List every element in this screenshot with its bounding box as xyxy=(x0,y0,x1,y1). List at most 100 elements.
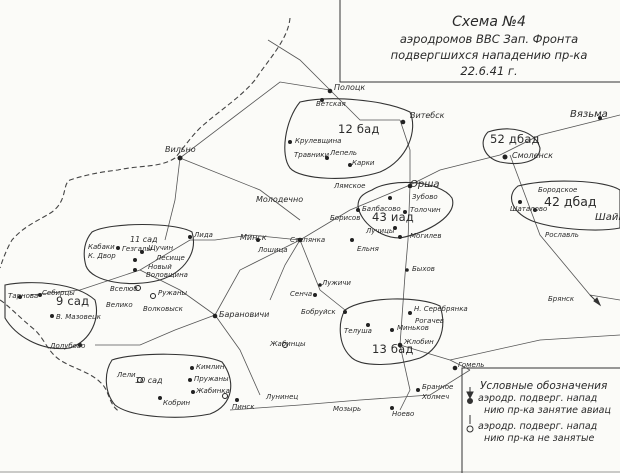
area-10sad xyxy=(105,353,232,418)
place-gezgaly: Гезгалы xyxy=(122,245,152,253)
place-shatalovo: Шаталово xyxy=(510,205,548,213)
legend-item1-line1: аэродр. подверг. напад xyxy=(478,393,598,404)
place-vetskaya: Ветская xyxy=(316,100,346,108)
place-vitebsk: Витебск xyxy=(410,111,445,120)
place-zhabinka: Жабинка xyxy=(196,387,230,395)
place-lepel: Лепель xyxy=(330,149,358,157)
place-mogilev: Могилев xyxy=(410,232,442,240)
place-kirovo: Кимлин xyxy=(196,363,225,371)
area-42dbad xyxy=(511,180,620,231)
unit-42dbad[interactable]: 42 дбад xyxy=(544,194,597,209)
place-baranovichi: Барановичи xyxy=(219,310,270,319)
place-kholmech: Холмеч xyxy=(422,393,450,401)
title-box-border xyxy=(339,0,620,83)
place-rogachev: Рогачев xyxy=(415,317,445,325)
title-line-2: аэродромов ВВС Зап. Фронта xyxy=(399,32,579,46)
place-bykhov: Быхов xyxy=(412,265,435,273)
place-kdvor: К. Двор xyxy=(88,252,116,260)
place-travniki: Травники xyxy=(294,151,330,159)
unit-11sad[interactable]: 11 сад xyxy=(130,235,158,244)
legend-item1-line2: нию пр-ка занятие авиац xyxy=(484,405,611,416)
airfield-markers xyxy=(18,88,602,410)
place-borodskoe: Бородское xyxy=(538,186,578,194)
unit-13bad[interactable]: 13 бад xyxy=(372,342,414,356)
place-zubovo: Зубово xyxy=(412,193,438,201)
area-13bad xyxy=(339,298,444,365)
place-pruzhany: Пружаны xyxy=(194,375,229,383)
place-mozyr: Мозырь xyxy=(333,405,362,413)
place-karki: Карки xyxy=(352,159,375,167)
place-luzhichi: Лужичи xyxy=(322,279,351,287)
place-roslavl: Рославль xyxy=(545,231,579,239)
place-ruzhany: Ружаны xyxy=(158,289,188,297)
place-minsk: Минск xyxy=(240,233,267,242)
place-vilno: Вильно xyxy=(165,145,196,154)
legend-box-border xyxy=(461,367,620,473)
place-balbasovo: Балбасово xyxy=(362,205,401,213)
place-velikoe: Велико xyxy=(106,301,133,309)
place-novy: Новый xyxy=(148,263,172,271)
place-zhabintsy: Жабинцы xyxy=(270,340,306,348)
place-sebirtsy: Себирцы xyxy=(42,289,75,297)
legend: Условные обозначения аэродр. подверг. на… xyxy=(462,368,620,473)
area-43iad xyxy=(357,181,454,239)
place-stepyanka: Степянка xyxy=(290,236,326,244)
place-yelnya: Ельня xyxy=(357,245,379,253)
place-molodechno: Молодечно xyxy=(256,195,304,204)
place-senno: Сенча xyxy=(290,290,313,298)
place-loshitsa: Лошица xyxy=(258,246,288,254)
place-bryansk: Брянск xyxy=(548,295,575,303)
place-kobrin: Кобрин xyxy=(163,399,191,407)
place-serebryanka: Н. Серебрянка xyxy=(414,305,468,313)
airfield-markers-empty xyxy=(135,285,288,399)
legend-title: Условные обозначения xyxy=(480,380,608,392)
place-tolochin: Толочин xyxy=(410,206,441,214)
unit-9sad[interactable]: 9 сад xyxy=(56,294,90,308)
place-masovtsy: В. Мазовецк xyxy=(56,313,102,321)
area-9sad xyxy=(4,282,97,350)
legend-item2-line1: аэродр. подверг. напад xyxy=(478,421,598,432)
title-line-1: Схема №4 xyxy=(452,14,526,30)
place-krulevshchina: Крулевщина xyxy=(295,137,342,145)
unit-52dbad[interactable]: 52 дбад xyxy=(490,132,540,146)
place-noevo: Ноево xyxy=(392,410,415,418)
bryansk-arrow xyxy=(589,294,602,307)
place-shchuchin: Щучин xyxy=(148,244,174,252)
place-minkovo: Миньков xyxy=(397,324,429,332)
legend-item2-line2: нию пр-ка не занятые xyxy=(484,433,595,444)
place-luninets: Лунинец xyxy=(266,393,299,401)
place-zhlobin: Жлобин xyxy=(404,338,434,346)
legend-symbols xyxy=(466,387,474,433)
place-gomel: Гомель xyxy=(458,361,485,369)
area-11sad xyxy=(83,224,194,285)
place-pinsk: Пинск xyxy=(232,403,255,411)
place-polotsk: Полоцк xyxy=(334,83,366,92)
title-block: Схема №4 аэродромов ВВС Зап. Фронта подв… xyxy=(338,0,620,82)
place-volk: Волковыск xyxy=(143,305,183,313)
title-line-3: подвергшихся нападению пр-ка xyxy=(390,48,588,62)
roads xyxy=(29,39,620,411)
state-border xyxy=(0,17,291,269)
place-lida: Лида xyxy=(194,231,213,239)
place-vyazma: Вязьма xyxy=(570,109,608,120)
place-smolensk: Смоленск xyxy=(512,151,554,160)
place-borisov: Борисов xyxy=(330,214,361,222)
unit-areas xyxy=(4,98,620,418)
place-volkovysk: Воловщина xyxy=(146,271,188,279)
place-lyaskovo: Лямское xyxy=(334,182,366,190)
place-shaikovka: Шайк xyxy=(595,212,620,223)
place-bryanskoe: Бранное xyxy=(422,383,454,391)
title-line-4: 22.6.41 г. xyxy=(460,64,518,78)
area-12bad xyxy=(284,98,414,179)
place-orsha: Орша xyxy=(410,179,440,190)
unit-10sad[interactable]: 10 сад xyxy=(135,376,163,385)
place-lelichi: Лели xyxy=(117,371,136,379)
unit-43iad[interactable]: 43 иад xyxy=(372,210,414,224)
place-dolubovo: Долубово xyxy=(50,342,86,350)
place-bobruysk: Бобруйск xyxy=(301,308,336,316)
unit-12bad[interactable]: 12 бад xyxy=(338,122,380,136)
place-tarnovo: Тарнова xyxy=(8,292,39,300)
place-telusha: Телуша xyxy=(344,327,372,335)
